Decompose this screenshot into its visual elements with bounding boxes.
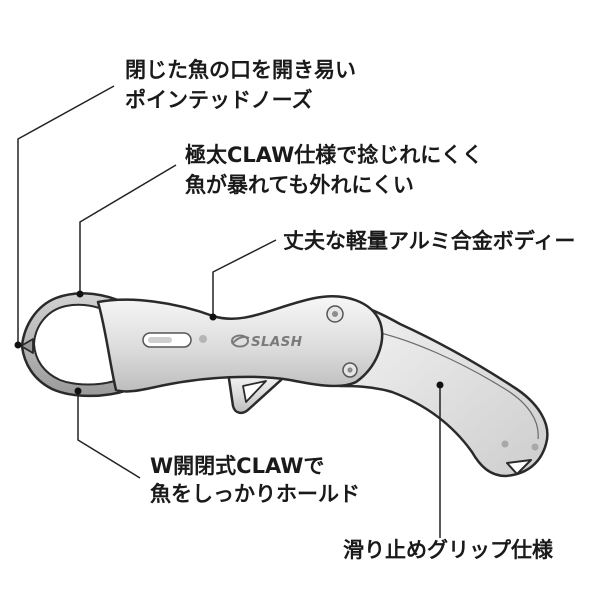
callout-double-claw-line-2: 魚をしっかりホールド <box>150 482 360 506</box>
leader-dot-thick-claw <box>76 290 84 298</box>
callout-thick-claw: 極太CLAW仕様で捻じれにくく 魚が暴れても外れにくい <box>185 140 483 200</box>
callout-double-claw-line-1: W開閉式CLAWで <box>150 454 325 478</box>
brand-logo-text: SLASH <box>251 334 303 350</box>
callout-pointed-nose-line-2: ポインテッドノーズ <box>125 88 313 112</box>
alloy-body: SLASH <box>96 295 384 393</box>
leader-line-thick-claw <box>79 164 177 294</box>
pointed-nose <box>20 338 34 354</box>
leader-line-pointed-nose <box>17 85 115 345</box>
callout-pointed-nose: 閉じた魚の口を開き易い ポインテッドノーズ <box>125 55 356 115</box>
handle-lanyard-hole <box>506 459 532 475</box>
leader-dot-pointed-nose <box>14 341 22 349</box>
callout-double-claw: W開閉式CLAWで 魚をしっかりホールド <box>150 452 360 508</box>
brand-logo: SLASH <box>231 334 303 350</box>
handle-rivet <box>501 440 509 448</box>
brand-mark-icon <box>231 334 250 348</box>
callout-alloy-body-line-1: 丈夫な軽量アルミ合金ボディー <box>283 229 576 253</box>
body-rivet <box>199 335 207 343</box>
leader-dot-alloy-body <box>209 313 217 321</box>
callout-alloy-body: 丈夫な軽量アルミ合金ボディー <box>283 226 575 256</box>
leader-dot-grip <box>436 381 444 389</box>
leader-line-alloy-body <box>212 239 277 317</box>
handle-rivet <box>531 443 539 451</box>
callout-thick-claw-line-1: 極太CLAW仕様で捻じれにくく <box>185 143 483 167</box>
leader-line-double-claw <box>77 391 141 479</box>
callout-thick-claw-line-2: 魚が暴れても外れにくい <box>185 173 414 197</box>
callout-grip-line-1: 滑り止めグリップ仕様 <box>343 538 553 562</box>
callout-grip: 滑り止めグリップ仕様 <box>343 535 553 565</box>
callout-pointed-nose-line-1: 閉じた魚の口を開き易い <box>125 58 356 82</box>
leader-dot-double-claw <box>74 387 82 395</box>
